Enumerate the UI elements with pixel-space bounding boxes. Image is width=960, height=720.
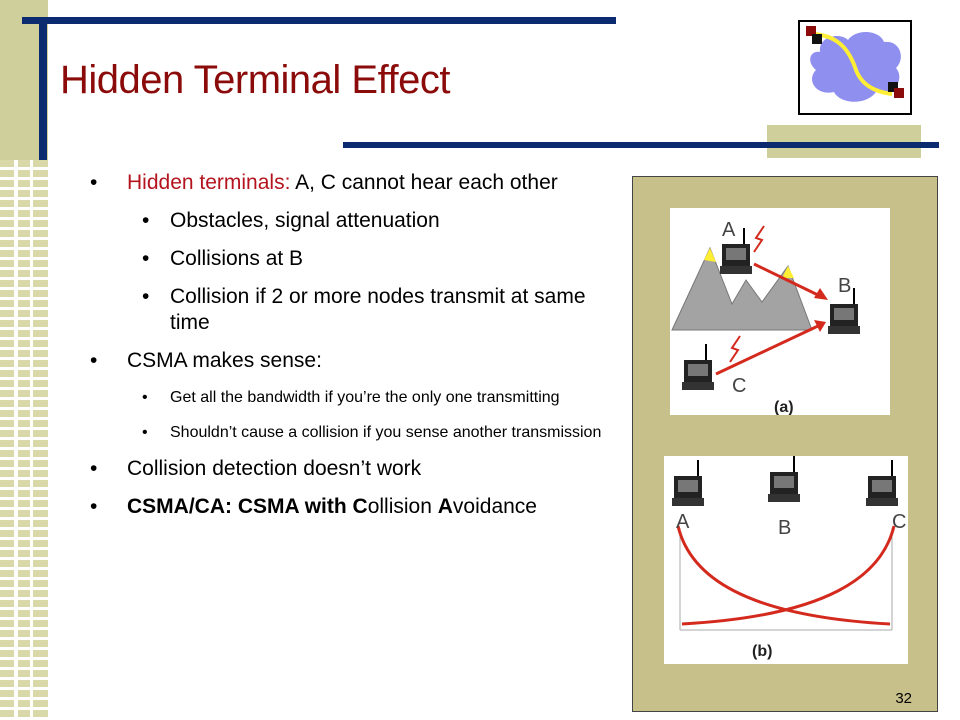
bullet-hidden-terminals: Hidden terminals: A, C cannot hear each … xyxy=(90,170,630,196)
network-cloud-icon xyxy=(806,26,904,102)
sub-bullet-collision-if: Collision if 2 or more nodes transmit at… xyxy=(90,284,630,336)
signal-arrow xyxy=(753,262,821,298)
decorative-rule xyxy=(39,17,47,160)
decorative-rule xyxy=(22,17,616,24)
decorative-stripe-gap xyxy=(14,0,18,720)
bullet-list: Hidden terminals: A, C cannot hear each … xyxy=(90,170,630,532)
laptop-icon xyxy=(866,460,898,506)
node-a-label: A xyxy=(676,511,690,533)
sub-bullet-sense: Shouldn’t cause a collision if you sense… xyxy=(90,421,630,444)
arrowhead xyxy=(814,320,826,332)
page-number: 32 xyxy=(895,690,912,707)
figure-a: A B C (a) xyxy=(670,208,890,416)
csma-ca-bold-a: A xyxy=(437,495,453,518)
signal-range-curve xyxy=(676,525,891,626)
node-b-label: B xyxy=(838,275,851,297)
lightning-icon xyxy=(729,335,741,363)
signal-range-curve xyxy=(681,525,896,626)
bullet-csma: CSMA makes sense: xyxy=(90,348,630,374)
decorative-rule xyxy=(343,142,939,148)
arrowhead xyxy=(814,288,828,300)
csma-ca-plain-2: voidance xyxy=(452,495,537,518)
network-logo xyxy=(798,20,912,115)
bullet-hidden-prefix: Hidden terminals: xyxy=(127,171,291,194)
bullet-csma-ca: CSMA/CA: CSMA with Collision Avoidance xyxy=(90,494,630,520)
node-c-label: C xyxy=(732,375,746,397)
sub-bullet-bandwidth: Get all the bandwidth if you’re the only… xyxy=(90,386,630,409)
csma-ca-plain: ollision xyxy=(367,495,438,518)
laptop-icon xyxy=(682,344,714,390)
node-b-label: B xyxy=(778,517,791,539)
laptop-icon xyxy=(768,456,800,502)
bullet-hidden-rest: A, C cannot hear each other xyxy=(290,171,558,194)
figure-a-caption: (a) xyxy=(774,399,794,415)
sub-bullet-collisions: Collisions at B xyxy=(90,246,630,272)
csma-ca-bold: CSMA/CA: CSMA with C xyxy=(127,495,368,518)
bullet-collision-detection: Collision detection doesn’t work xyxy=(90,456,630,482)
laptop-icon xyxy=(672,460,704,506)
laptop-icon xyxy=(720,228,752,274)
figure-b: A B C (b) xyxy=(664,456,908,664)
slide-title: Hidden Terminal Effect xyxy=(60,58,450,102)
node-a-label: A xyxy=(722,219,736,241)
lightning-icon xyxy=(753,225,765,253)
mountain-icon xyxy=(671,246,813,331)
laptop-icon xyxy=(828,288,860,334)
decorative-stripe-gap xyxy=(30,0,33,720)
decorative-block xyxy=(767,125,921,158)
node-c-label: C xyxy=(892,511,906,533)
figure-b-caption: (b) xyxy=(752,643,772,660)
signal-arrow xyxy=(715,324,819,376)
sub-bullet-obstacles: Obstacles, signal attenuation xyxy=(90,208,630,234)
